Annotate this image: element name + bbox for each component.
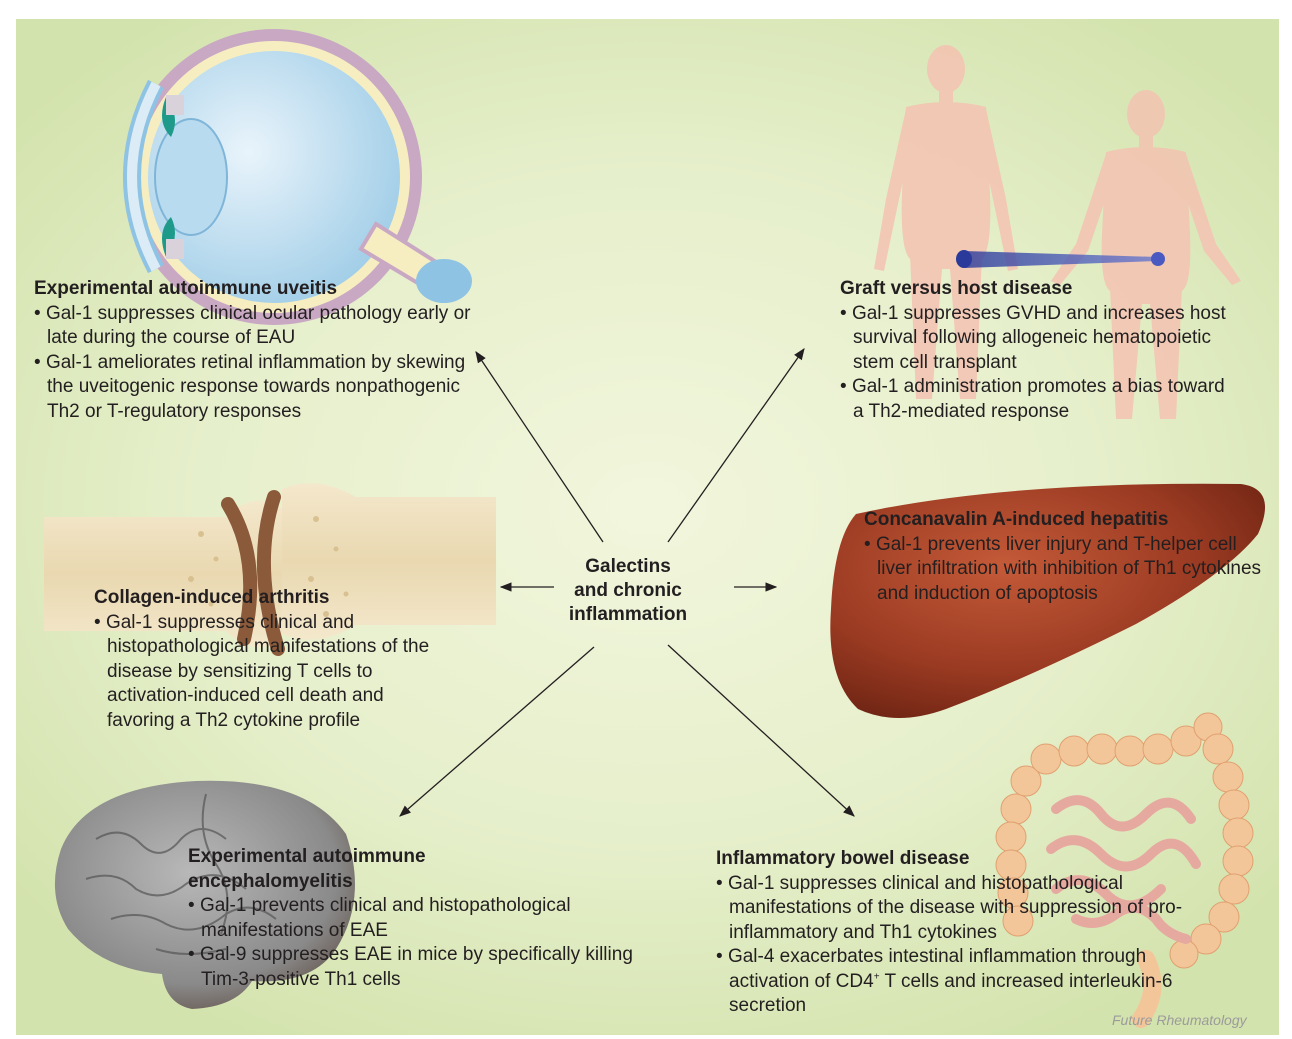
hepatitis-bullet-1: Gal-1 prevents liver injury and T-helper… [864,533,1269,607]
eae-title-line-2: encephalomyelitis [188,870,643,895]
ibd-title: Inflammatory bowel disease [716,847,1206,872]
eae-title-line-1: Experimental autoimmune [188,845,643,870]
arthritis-bullet-1: Gal-1 suppresses clinical and histopatho… [94,611,454,734]
uveitis-bullet-1: Gal-1 suppresses clinical ocular patholo… [34,302,479,351]
uveitis-title: Experimental autoimmune uveitis [34,277,479,302]
arrow-to-ibd [668,645,854,816]
gvhd-title: Graft versus host disease [840,277,1240,302]
ibd-bullet-2: Gal-4 exacerbates intestinal inflammatio… [716,945,1206,1019]
hepatitis-title: Concanavalin A-induced hepatitis [864,508,1269,533]
center-label: Galectins and chronic inflammation [563,555,693,627]
arrow-to-gvhd [668,349,804,542]
center-line-2: and chronic [563,579,693,603]
uveitis-block: Experimental autoimmune uveitis Gal-1 su… [34,277,479,424]
uveitis-bullet-2: Gal-1 ameliorates retinal inflammation b… [34,351,479,425]
arthritis-block: Collagen-induced arthritis Gal-1 suppres… [94,586,454,733]
eae-bullet-1: Gal-1 prevents clinical and histopatholo… [188,894,643,943]
center-line-3: inflammation [563,603,693,627]
gvhd-bullet-1: Gal-1 suppresses GVHD and increases host… [840,302,1240,376]
center-line-1: Galectins [563,555,693,579]
gvhd-bullet-2: Gal-1 administration promotes a bias tow… [840,375,1240,424]
source-credit: Future Rheumatology [1112,1012,1247,1028]
hepatitis-block: Concanavalin A-induced hepatitis Gal-1 p… [864,508,1269,606]
ibd-bullet-1: Gal-1 suppresses clinical and histopatho… [716,872,1206,946]
eae-block: Experimental autoimmune encephalomyeliti… [188,845,643,992]
eae-bullet-2: Gal-9 suppresses EAE in mice by specific… [188,943,643,992]
gvhd-block: Graft versus host disease Gal-1 suppress… [840,277,1240,424]
arthritis-title: Collagen-induced arthritis [94,586,454,611]
ibd-block: Inflammatory bowel disease Gal-1 suppres… [716,847,1206,1019]
